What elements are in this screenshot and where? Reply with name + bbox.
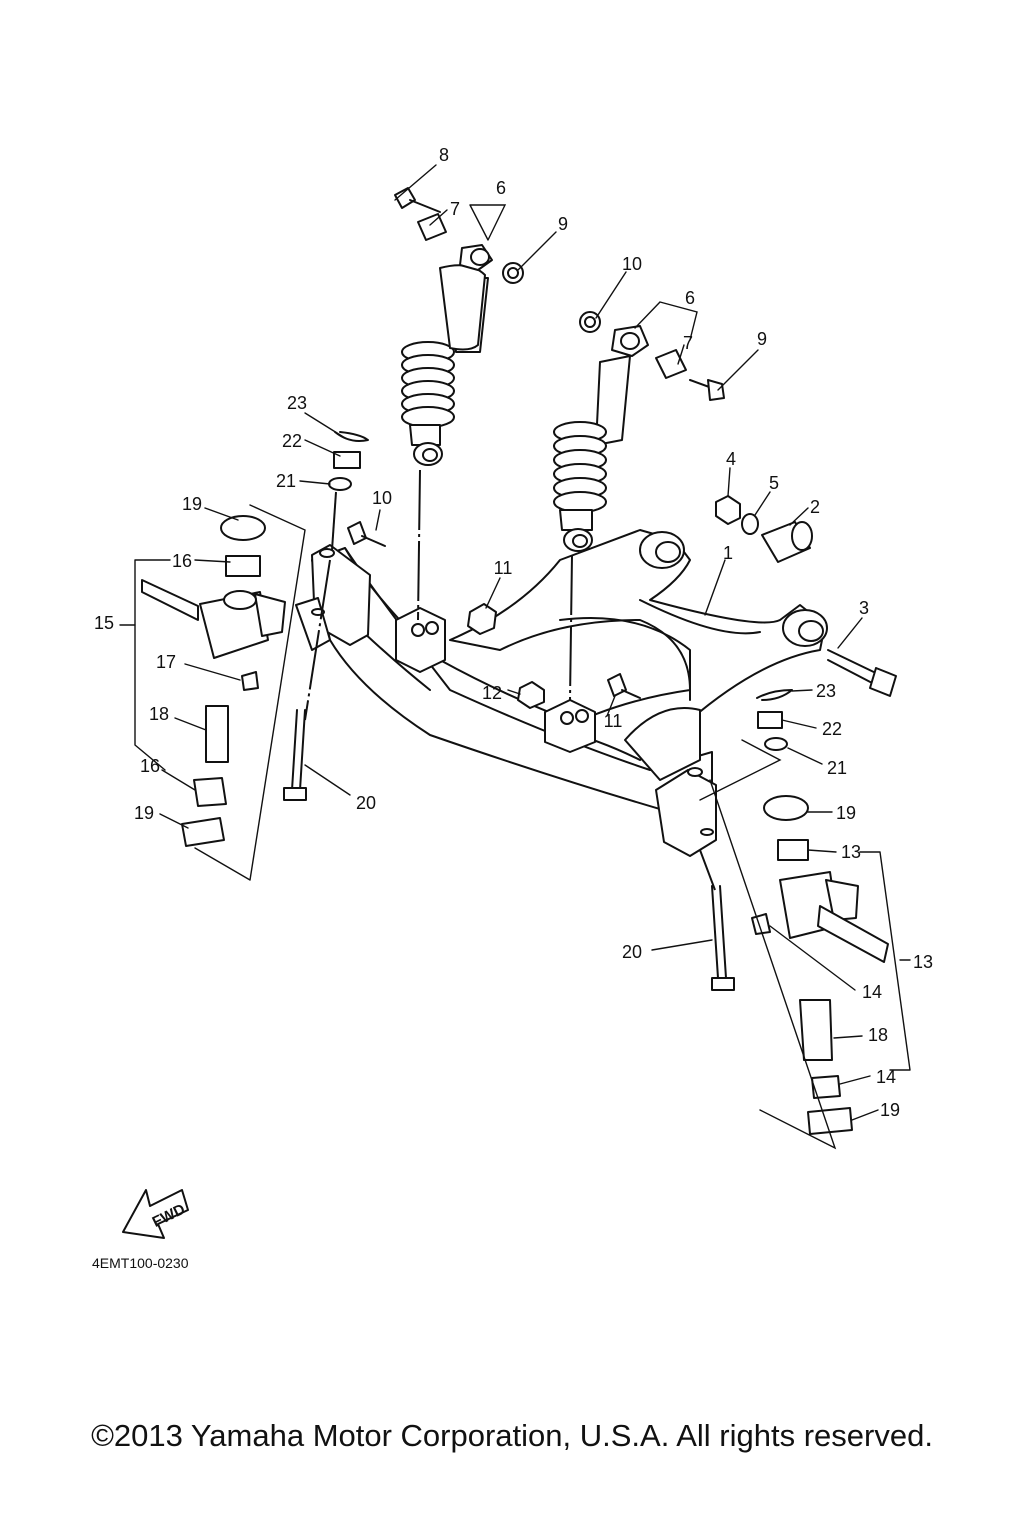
callout-19: 19 bbox=[880, 1100, 900, 1120]
callout-11: 11 bbox=[494, 558, 513, 578]
callout-14: 14 bbox=[862, 982, 882, 1002]
callout-6: 6 bbox=[496, 178, 506, 198]
callout-2: 2 bbox=[810, 497, 820, 517]
assembly-brackets bbox=[119, 204, 911, 1150]
callout-22: 22 bbox=[282, 431, 302, 451]
callout-16: 16 bbox=[172, 551, 192, 571]
callout-16: 16 bbox=[140, 756, 160, 776]
callout-1: 1 bbox=[723, 543, 733, 563]
callout-12: 13 bbox=[913, 952, 933, 972]
left-shock-absorber bbox=[401, 244, 524, 466]
callout-9: 9 bbox=[558, 214, 568, 234]
callout-labels: 8 6 7 9 10 6 7 9 23 22 21 10 19 16 11 15… bbox=[94, 145, 933, 1120]
front-suspension-exploded-view: 8 6 7 9 10 6 7 9 23 22 21 10 19 16 11 15… bbox=[92, 145, 933, 1271]
callout-13: 13 bbox=[841, 842, 861, 862]
callout-19: 19 bbox=[182, 494, 202, 514]
callout-19: 19 bbox=[134, 803, 154, 823]
callout-20: 20 bbox=[356, 793, 376, 813]
callout-10: 11 bbox=[604, 711, 623, 731]
callout-15: 15 bbox=[94, 613, 114, 633]
callout-20: 20 bbox=[622, 942, 642, 962]
right-knuckle bbox=[751, 795, 889, 1135]
copyright-notice: ©2013 Yamaha Motor Corporation, U.S.A. A… bbox=[91, 1418, 933, 1453]
callout-22: 22 bbox=[822, 719, 842, 739]
callout-23: 23 bbox=[816, 681, 836, 701]
drawing-code: 4EMT100-0230 bbox=[92, 1255, 189, 1271]
callout-21: 21 bbox=[276, 471, 296, 491]
callout-4: 4 bbox=[726, 449, 736, 469]
axis-lines bbox=[304, 469, 716, 891]
callout-8: 8 bbox=[439, 145, 449, 165]
callout-19: 19 bbox=[836, 803, 856, 823]
callout-6: 6 bbox=[685, 288, 695, 308]
callout-8: 9 bbox=[757, 329, 767, 349]
callout-18: 18 bbox=[868, 1025, 888, 1045]
callout-5: 5 bbox=[769, 473, 779, 493]
right-shock-absorber bbox=[553, 311, 649, 552]
callout-18: 18 bbox=[149, 704, 169, 724]
callout-7: 7 bbox=[683, 333, 693, 353]
axle-beam bbox=[295, 529, 828, 857]
callout-17: 17 bbox=[156, 652, 176, 672]
callout-21: 21 bbox=[827, 758, 847, 778]
callout-9: 10 bbox=[622, 254, 642, 274]
callout-3: 3 bbox=[859, 598, 869, 618]
callout-11: 12 bbox=[482, 683, 502, 703]
callout-23: 23 bbox=[287, 393, 307, 413]
leader-lines bbox=[159, 164, 879, 1121]
forward-arrow-icon: FWD bbox=[122, 1189, 189, 1239]
callout-7: 7 bbox=[450, 199, 460, 219]
callout-13: 14 bbox=[876, 1067, 896, 1087]
left-knuckle bbox=[141, 515, 286, 847]
callout-10: 10 bbox=[372, 488, 392, 508]
